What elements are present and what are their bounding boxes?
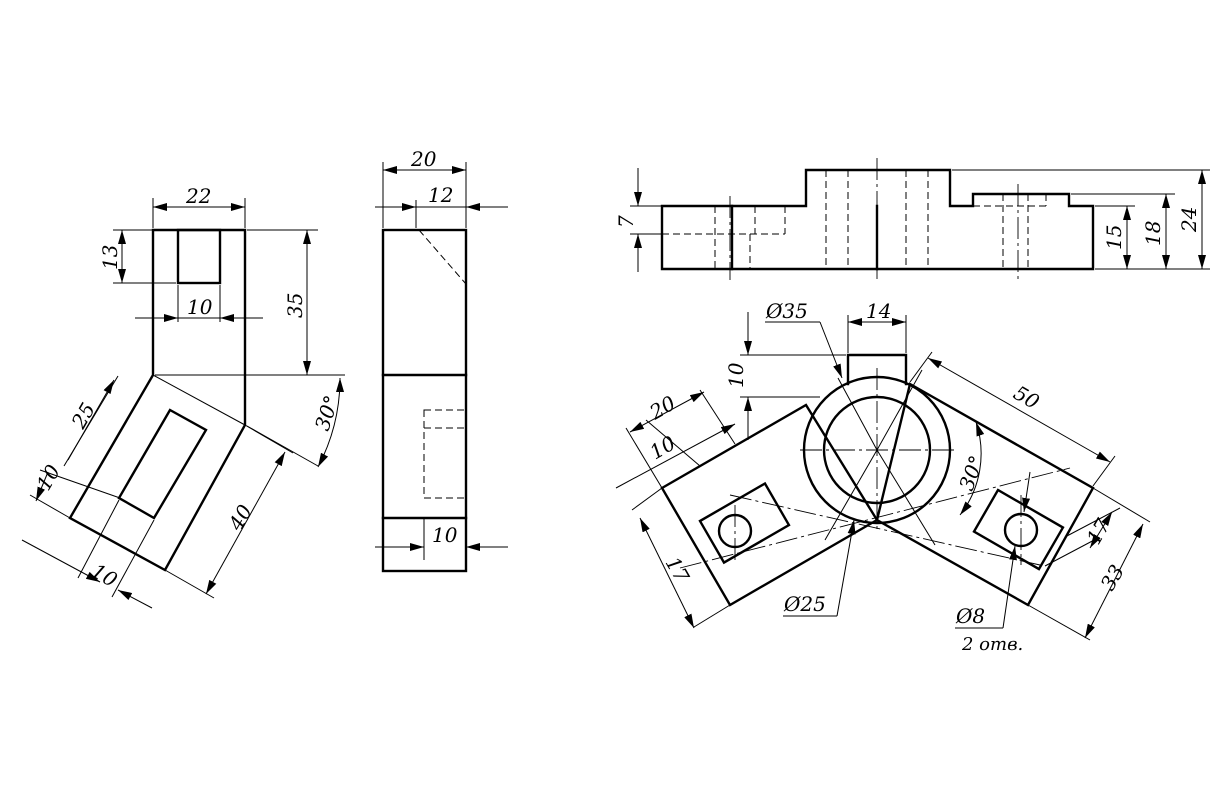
v1-arm-slot	[117, 408, 208, 520]
dim-v4-slot: 14	[866, 299, 891, 323]
dim-v4-arm-left-hole: 10	[646, 431, 680, 465]
dim-v1-slot-depth: 13	[98, 245, 122, 270]
dim-v1-width: 22	[185, 184, 211, 208]
v3-outline	[660, 168, 1095, 271]
dim-v1-arm-slot: 10	[88, 559, 122, 593]
dim-v4-right-33: 33	[1096, 560, 1130, 594]
view-front-left: 22 13 10 35 30° 25 10	[21, 184, 345, 609]
dim-v4-neck: 10	[724, 362, 748, 388]
dim-v4-bore-d: Ø25	[783, 592, 826, 616]
dim-v3-h24: 24	[1177, 207, 1201, 233]
dim-v2-inner: 12	[428, 183, 453, 207]
dim-v4-arm-right: 50	[1010, 381, 1044, 415]
dim-v4-hole-d: Ø8	[955, 604, 985, 628]
dim-v1-slot-width: 10	[187, 295, 213, 319]
dim-v4-hole-count: 2 отв.	[961, 634, 1023, 655]
v1-top-slot	[176, 228, 222, 285]
dim-v4-arm-left-w: 20	[645, 391, 680, 425]
dim-v3-h15: 15	[1102, 225, 1126, 250]
v4-arm-right	[875, 382, 1095, 607]
dim-v1-arm-total: 40	[223, 500, 257, 535]
dim-v4-hub-d: Ø35	[765, 299, 808, 323]
dim-v3-h18: 18	[1141, 221, 1165, 246]
dim-v4-arm-left-len: 17	[661, 553, 695, 587]
dim-v1-arm-off: 10	[32, 460, 66, 494]
dim-v3-left-h: 7	[614, 215, 638, 228]
v2-outline	[381, 228, 468, 573]
view-plan: Ø35 14 10 20 10 17 50 30°	[615, 299, 1151, 655]
view-elevation: 7 15 18 24	[614, 158, 1210, 280]
view-side: 20 12 10	[375, 147, 508, 573]
dim-v4-right-17: 17	[1082, 514, 1116, 548]
dim-v1-angle: 30°	[310, 392, 344, 433]
dim-v2-width: 20	[410, 147, 437, 171]
dim-v4-angle: 30°	[954, 452, 989, 494]
v1-outline	[68, 228, 247, 572]
dim-v2-bottom: 10	[432, 523, 458, 547]
dim-v1-height: 35	[283, 293, 307, 318]
dim-v1-arm-len: 25	[66, 398, 100, 433]
